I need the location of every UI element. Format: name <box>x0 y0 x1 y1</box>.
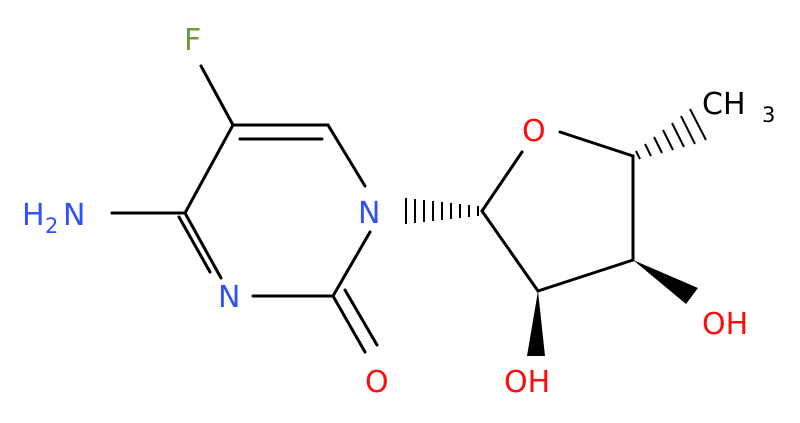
atom-methyl-c: CH <box>702 87 746 122</box>
bond-c4prime-o <box>558 130 635 158</box>
atom-amine-h: H <box>22 198 45 233</box>
bond-c2-o-double-inner <box>343 288 379 347</box>
atom-hydroxyl-bottom: OH <box>504 365 550 400</box>
bond-c2-o-double <box>331 294 367 354</box>
atom-fluorine: F <box>184 23 201 58</box>
bond-c2prime-c3prime <box>536 258 635 293</box>
bonds <box>110 64 635 354</box>
atom-carbonyl-oxygen: O <box>365 365 389 400</box>
atom-ring-oxygen: O <box>522 114 546 149</box>
atom-ring-n1: N <box>358 196 380 231</box>
atom-amine-n: N <box>63 198 85 233</box>
wedge-c2prime-oh <box>527 291 545 356</box>
bond-n3-c4-inner <box>177 215 212 274</box>
bond-c6-n1 <box>326 123 367 188</box>
hashed-wedge-c1-n1 <box>405 198 479 224</box>
bond-n1-c2 <box>331 230 372 298</box>
bond-n3-c4 <box>183 211 223 280</box>
atom-ring-n3: N <box>218 280 240 315</box>
atom-methyl-h-count: 3 <box>762 103 775 127</box>
bond-c4-c5 <box>183 123 235 215</box>
atom-hydroxyl-right: OH <box>702 307 748 342</box>
bond-o-c1 <box>480 150 524 213</box>
bond-c1-c2prime <box>480 209 540 293</box>
atom-amine-h-count: 2 <box>45 214 58 238</box>
hashed-wedge-c4-ch3 <box>635 108 707 160</box>
wedge-c3prime-oh <box>633 260 698 304</box>
bond-c5-f <box>199 64 235 127</box>
